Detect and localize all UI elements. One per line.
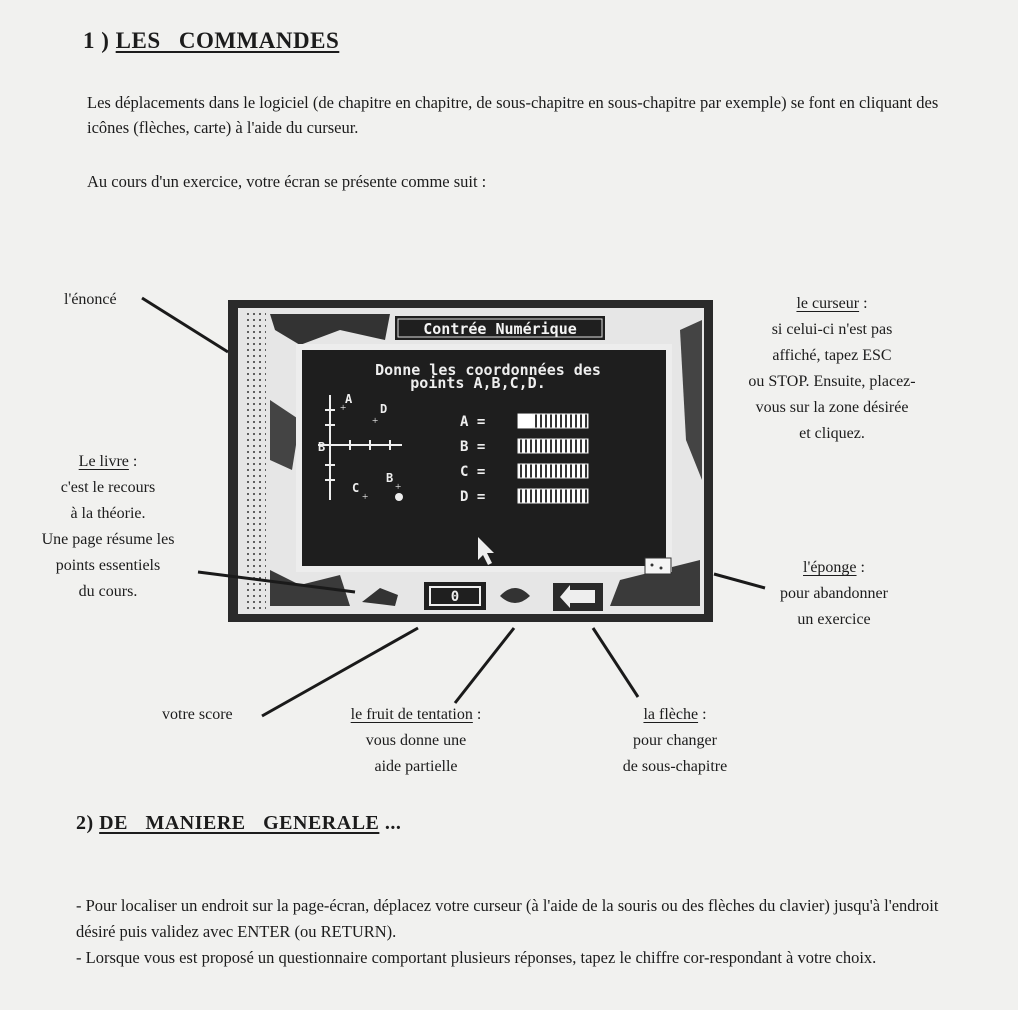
point-b-label: B — [386, 471, 393, 485]
label-eponge: l'éponge : pour abandonner un exercice — [754, 555, 914, 633]
label-fleche: la flèche : pour changer de sous-chapitr… — [590, 702, 760, 780]
score-value: 0 — [451, 589, 459, 605]
label-livre-line-5: du cours. — [78, 583, 138, 600]
label-livre-line-3: Une page résume les — [41, 531, 175, 548]
label-eponge-line-2: un exercice — [797, 611, 871, 628]
label-curseur-title: le curseur — [796, 295, 860, 312]
arrow-left-icon — [560, 585, 595, 608]
label-livre-title: Le livre — [78, 453, 129, 470]
label-curseur-line-1: si celui-ci n'est pas — [771, 321, 893, 338]
graph-markers: + + + + — [340, 402, 403, 503]
label-eponge-title: l'éponge — [803, 559, 857, 576]
label-curseur-line-5: et cliquez. — [799, 425, 865, 442]
statement-line-1: Donne les coordonnées des — [375, 361, 601, 379]
svg-text:+: + — [340, 402, 346, 414]
origin-label: B — [318, 440, 325, 454]
label-score: votre score — [162, 706, 233, 723]
label-fleche-line-2: de sous-chapitre — [622, 758, 728, 775]
section-2-heading: 2) DE MANIERE GENERALE ... — [76, 812, 401, 835]
label-fruit-line-1: vous donne une — [365, 732, 467, 749]
book-icon[interactable] — [362, 588, 398, 606]
sponge-icon[interactable] — [644, 557, 672, 575]
point-c-label: C — [352, 481, 359, 495]
answer-label-a: A = — [460, 414, 485, 430]
label-curseur: le curseur : si celui-ci n'est pas affic… — [726, 291, 938, 447]
answer-box-b[interactable] — [517, 438, 589, 454]
label-curseur-line-3: ou STOP. Ensuite, placez- — [748, 373, 916, 390]
intro-paragraph: Les déplacements dans le logiciel (de ch… — [87, 93, 939, 137]
label-fruit: le fruit de tentation : vous donne une a… — [316, 702, 516, 780]
label-curseur-line-2: affiché, tapez ESC — [772, 347, 892, 364]
section-2-number: 2) — [76, 812, 94, 834]
screen-intro-paragraph: Au cours d'un exercice, votre écran se p… — [87, 172, 487, 191]
label-eponge-line-1: pour abandonner — [780, 585, 888, 602]
fruit-icon[interactable] — [500, 588, 530, 603]
coordinate-graph — [318, 395, 402, 500]
instruction-bullet-1: - Pour localiser un endroit sur la page-… — [76, 896, 939, 941]
label-livre: Le livre : c'est le recours à la théorie… — [10, 449, 206, 605]
label-fleche-title: la flèche — [643, 706, 699, 723]
section-1-number: 1 ) — [83, 28, 110, 53]
label-curseur-line-4: vous sur la zone désirée — [755, 399, 909, 416]
svg-text:+: + — [372, 415, 378, 427]
statement-line-2: points A,B,C,D. — [410, 374, 545, 392]
answer-label-c: C = — [460, 464, 485, 480]
point-a-label: A — [345, 392, 353, 406]
svg-text:+: + — [362, 491, 368, 503]
screen-title-bar — [395, 316, 605, 340]
exercise-panel — [302, 350, 666, 566]
answer-label-d: D = — [460, 489, 485, 505]
label-fleche-line-1: pour changer — [633, 732, 717, 749]
screen-title: Contrée Numérique — [423, 320, 577, 338]
section-1-title: LES COMMANDES — [115, 28, 340, 53]
section-2-title: DE MANIERE GENERALE — [99, 812, 380, 834]
label-livre-line-2: à la théorie. — [70, 505, 146, 522]
answer-box-d[interactable] — [517, 488, 589, 504]
book-strip — [244, 312, 266, 610]
section-1-heading: 1 ) LES COMMANDES — [83, 28, 339, 54]
point-d-label: D — [380, 402, 387, 416]
label-livre-line-1: c'est le recours — [60, 479, 156, 496]
mouse-cursor-icon — [478, 537, 494, 565]
answer-label-b: B = — [460, 439, 485, 455]
pointer-lines — [141, 296, 766, 718]
label-enonce: l'énoncé — [64, 291, 117, 308]
general-instructions: - Pour localiser un endroit sur la page-… — [76, 893, 956, 971]
label-fruit-line-2: aide partielle — [374, 758, 458, 775]
section-2-suffix: ... — [379, 812, 402, 834]
svg-text:+: + — [395, 481, 401, 493]
label-livre-line-4: points essentiels — [55, 557, 161, 574]
label-fruit-title: le fruit de tentation — [350, 706, 473, 723]
answer-box-c[interactable] — [517, 463, 589, 479]
instruction-bullet-2: - Lorsque vous est proposé un questionna… — [76, 948, 877, 967]
